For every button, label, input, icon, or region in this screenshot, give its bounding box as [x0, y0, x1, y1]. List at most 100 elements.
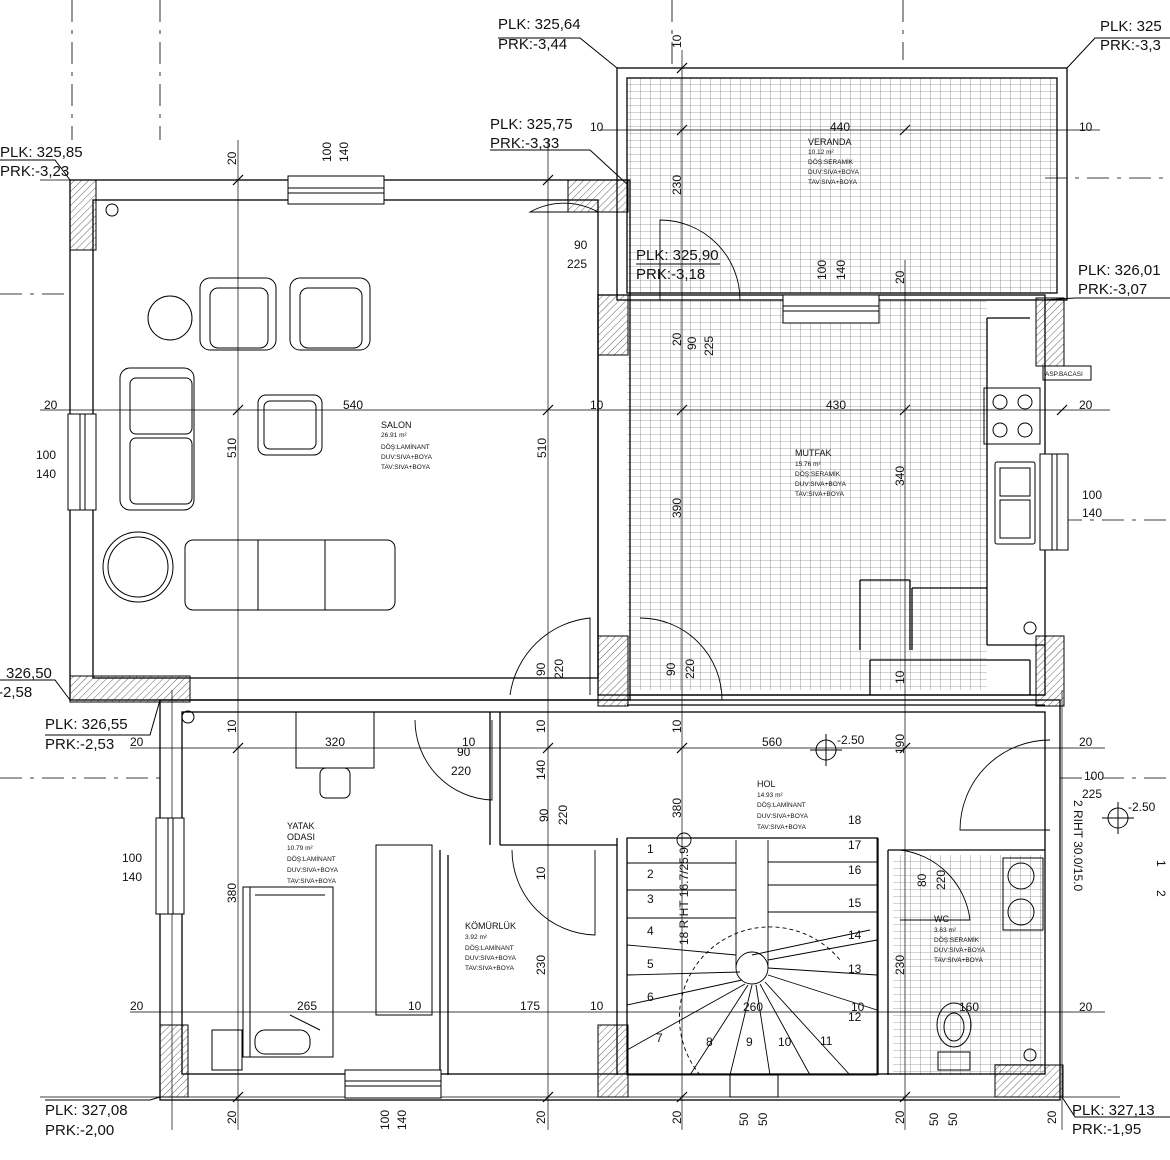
- room-name-mutfak: MUTFAK: [795, 448, 832, 458]
- room-floor-wc: DÖŞ:SERAMİK: [934, 935, 980, 944]
- stair-step: 16: [848, 863, 862, 877]
- room-floor-veranda: DÖŞ:SERAMİK: [808, 157, 854, 166]
- dimension-label: 100: [1084, 769, 1104, 783]
- stair-step: 7: [656, 1031, 663, 1045]
- level-prk-veranda-sw: PRK:-3,33: [490, 135, 559, 152]
- dimension-label: 90: [534, 662, 548, 676]
- room-labels: SALON 26.91 m² DÖŞ:LAMİNANT DUV:SIVA+BOY…: [287, 137, 1083, 972]
- level-plk-center: PLK: 325,90: [636, 247, 719, 264]
- level-leaders: [0, 37, 1170, 1118]
- dimension-label: 10: [462, 735, 476, 749]
- stair-numbers: 1 2 3 4 5 6 7 8 9 10 11 12 13 14 15 16 1…: [647, 813, 862, 1049]
- room-name-komurluk: KÖMÜRLÜK: [465, 921, 516, 931]
- level-prk-bottom-right: PRK:-1,95: [1072, 1121, 1141, 1138]
- structural-columns: [69, 179, 1065, 1098]
- dimension-label: 50: [946, 1112, 960, 1126]
- level-prk-ne-top: PRK:-3,3: [1100, 37, 1161, 54]
- stair-step: 18: [848, 813, 862, 827]
- room-wall-komurluk: DUV:SIVA+BOYA: [465, 955, 517, 962]
- dimension-label: 20: [670, 332, 684, 346]
- room-area-mutfak: 15.76 m²: [795, 461, 821, 468]
- dimension-label: 220: [934, 870, 948, 890]
- dimension-label: 20: [670, 1110, 684, 1124]
- dimension-label: 100: [36, 448, 56, 462]
- label-asp-bacasi: ASP.BACASI: [1045, 371, 1083, 378]
- dimension-label: 140: [395, 1110, 409, 1130]
- stair-riser-right: 2 RIHT 30.0/15.0: [1071, 800, 1085, 891]
- dimension-label: 380: [670, 798, 684, 818]
- dimension-label: 230: [893, 955, 907, 975]
- tiled-floors: [627, 78, 1057, 1075]
- dimension-label: 20: [130, 735, 144, 749]
- elevation-markers: [810, 734, 1134, 834]
- wc-fixtures: [936, 857, 1044, 1071]
- level-plk-nw: PLK: 325,85: [0, 144, 83, 161]
- dimension-label: 220: [451, 764, 471, 778]
- room-area-komurluk: 3.92 m²: [465, 934, 488, 941]
- dimension-label: 100: [320, 142, 334, 162]
- level-plk-sw-salon: PLK: 326,55: [45, 716, 128, 733]
- stair-edge-1: 1: [1154, 860, 1168, 867]
- room-wall-yatak: DUV:SIVA+BOYA: [287, 867, 339, 874]
- dimension-label: 10: [670, 34, 684, 48]
- room-wall-mutfak: DUV:SIVA+BOYA: [795, 481, 847, 488]
- room-floor-mutfak: DÖŞ:SERAMİK: [795, 469, 841, 478]
- room-name-hol: HOL: [757, 779, 776, 789]
- dimension-label: 20: [225, 1110, 239, 1124]
- level-plk-veranda-sw: PLK: 325,75: [490, 116, 573, 133]
- dimension-label: 140: [834, 260, 848, 280]
- dimension-label: 100: [815, 260, 829, 280]
- dimension-label: 90: [685, 336, 699, 350]
- level-prk-n-mid: PRK:-3,44: [498, 36, 567, 53]
- stair-step: 17: [848, 838, 862, 852]
- dimension-label: 230: [534, 955, 548, 975]
- dimension-label: 90: [457, 745, 471, 759]
- dimension-label: 20: [44, 398, 58, 412]
- room-area-yatak: 10.79 m²: [287, 845, 313, 852]
- dimension-label: 140: [337, 142, 351, 162]
- dimension-label: 10: [590, 999, 604, 1013]
- stair-step: 10: [778, 1035, 792, 1049]
- dimension-label: 100: [1082, 488, 1102, 502]
- stair-step: 12: [848, 1010, 862, 1024]
- level-labels: PLK: 325,85 PRK:-3,23 PLK: 325,64 PRK:-3…: [0, 16, 1162, 1139]
- dimension-label: 90: [574, 238, 588, 252]
- dimension-label: 220: [556, 805, 570, 825]
- misc-labels: -2.50 -2.50 18 RIHT 16.7/25.9 2 RIHT 30.…: [677, 733, 1168, 945]
- dimension-label: 10: [590, 398, 604, 412]
- kitchen-fixtures: [983, 365, 1092, 545]
- level-plk-bottom-left: PLK: 327,08: [45, 1102, 128, 1119]
- dimension-label: 20: [130, 999, 144, 1013]
- stair-step: 9: [746, 1035, 753, 1049]
- room-ceiling-salon: TAV:SIVA+BOYA: [381, 464, 431, 471]
- dimension-label: 10: [1079, 120, 1093, 134]
- door-swings: [414, 202, 1051, 936]
- room-wall-wc: DUV:SIVA+BOYA: [934, 947, 986, 954]
- dimension-label: 20: [534, 1110, 548, 1124]
- stair-step: 6: [647, 990, 654, 1004]
- dimension-label: 10: [670, 719, 684, 733]
- dimension-label: 20: [225, 151, 239, 165]
- dimension-label: 230: [670, 175, 684, 195]
- room-wall-hol: DUV:SIVA+BOYA: [757, 813, 809, 820]
- dimension-label: 175: [520, 999, 540, 1013]
- dimension-label: 140: [1082, 506, 1102, 520]
- level-prk-nw: PRK:-3,23: [0, 163, 69, 180]
- dimension-label: 225: [702, 336, 716, 356]
- level-plk-west: 326,50: [6, 665, 52, 682]
- dimension-label: 510: [535, 438, 549, 458]
- stair-step: 15: [848, 896, 862, 910]
- dimension-label: 90: [664, 662, 678, 676]
- stair-riser-left: 18 RIHT 16.7/25.9: [677, 847, 691, 945]
- stair-step: 3: [647, 892, 654, 906]
- room-wall-salon: DUV:SIVA+BOYA: [381, 454, 433, 461]
- dimension-label: 50: [737, 1112, 751, 1126]
- dimension-label: 10: [851, 1000, 865, 1014]
- room-ceiling-mutfak: TAV:SIVA+BOYA: [795, 491, 845, 498]
- room-name-veranda: VERANDA: [808, 137, 852, 147]
- dimension-label: 380: [225, 883, 239, 903]
- room-ceiling-hol: TAV:SIVA+BOYA: [757, 824, 807, 831]
- dimension-label: 140: [534, 760, 548, 780]
- room-ceiling-komurluk: TAV:SIVA+BOYA: [465, 965, 515, 972]
- dimension-label: 220: [552, 659, 566, 679]
